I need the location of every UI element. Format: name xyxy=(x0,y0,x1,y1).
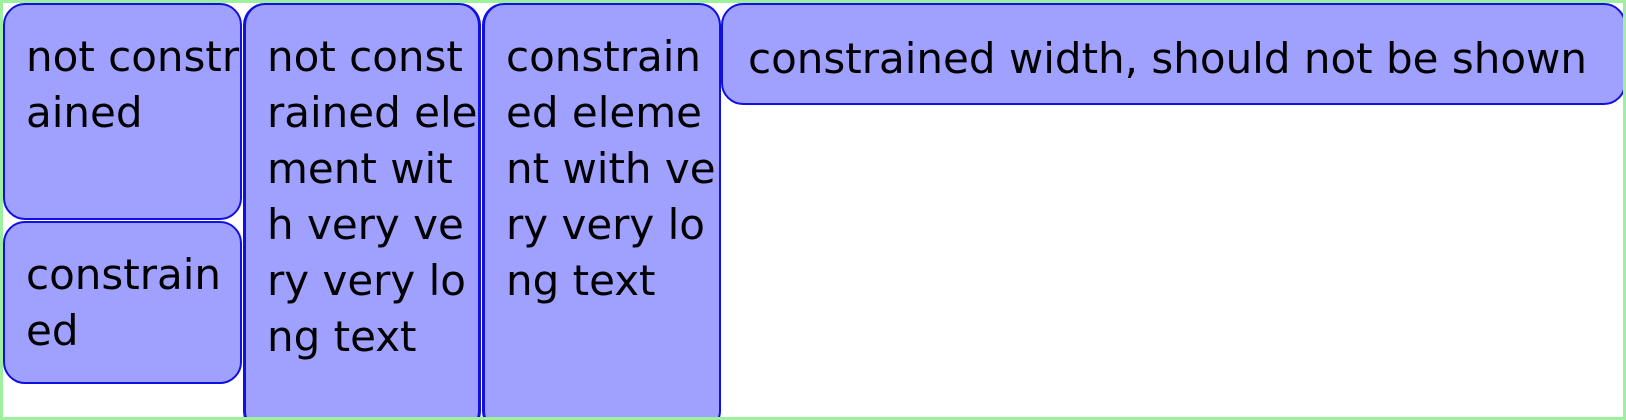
constrained-width-box: constrained width, should not be shown xyxy=(721,3,1623,105)
constrained-text: constrained xyxy=(26,250,222,355)
constrained-long-text-box: constrained element with very very long … xyxy=(482,3,721,417)
not-constrained-long-text-box: not constrained element with very very v… xyxy=(243,3,481,417)
constrained-width-text: constrained width, should not be shown xyxy=(748,34,1588,83)
constrained-long-text: constrained element with very very long … xyxy=(506,32,716,305)
not-constrained-text: not constrained xyxy=(26,32,240,137)
not-constrained-box: not constrained xyxy=(3,3,242,220)
not-constrained-long-text: not constrained element with very very v… xyxy=(267,32,478,361)
constrained-box: constrained xyxy=(3,221,242,384)
